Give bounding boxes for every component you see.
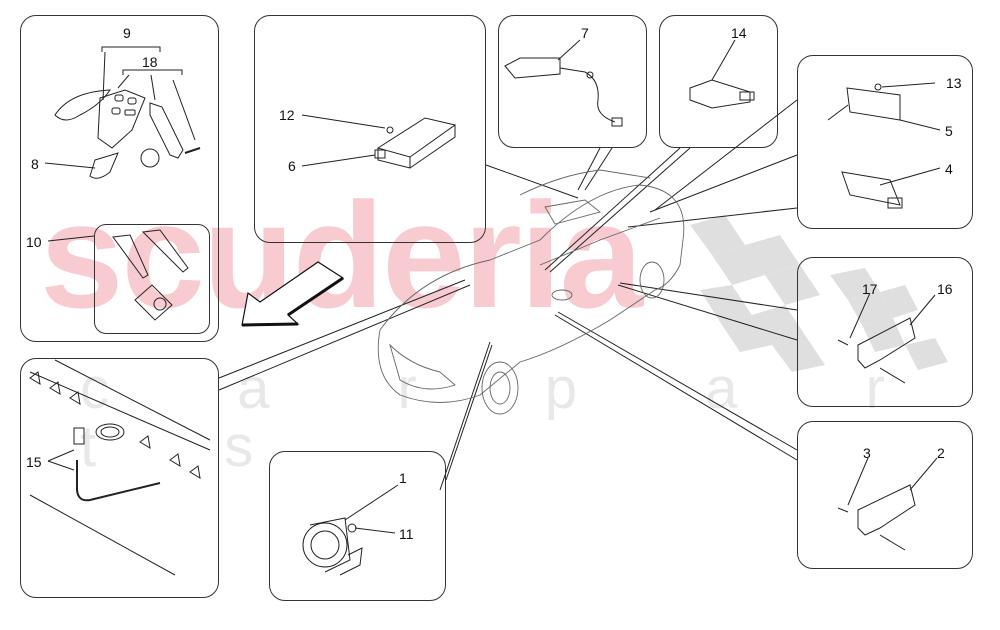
callout-4: 4 [945,161,953,177]
bracket-16-illustration [837,292,936,384]
callout-7: 7 [581,25,589,41]
rear-sensors-illustration [827,82,941,209]
front-direction-arrow [241,261,345,327]
key-fob-panel [20,15,219,342]
callout-5: 5 [945,123,953,139]
hood-switch-panel [20,358,219,598]
control-module-illustration [301,114,457,169]
leader-lines [218,99,798,491]
sensor-14-illustration [689,39,755,109]
bracket-2-panel [797,421,973,569]
rear-sensors-panel [797,55,973,229]
callout-9: 9 [123,25,131,41]
callout-6: 6 [288,158,296,174]
callout-15: 15 [26,454,42,470]
callout-11: 11 [399,526,414,542]
callout-16: 16 [937,281,953,297]
callout-13: 13 [946,75,962,91]
sensor-14-panel [659,15,778,148]
siren-panel [269,451,446,601]
siren-illustration [302,484,399,576]
callout-17: 17 [862,281,878,297]
hood-switch-illustration [29,359,211,576]
bracket-16-panel [797,257,973,407]
antenna-panel [498,15,647,148]
spare-key-subpanel [94,224,210,334]
callout-3: 3 [863,445,871,461]
callout-12: 12 [279,107,295,123]
callout-1: 1 [399,470,407,486]
antenna-illustration [504,39,623,127]
callout-8: 8 [31,156,39,172]
bracket-2-illustration [837,457,938,551]
callout-2: 2 [937,445,945,461]
control-module-panel [254,15,486,243]
key-fob-illustration [44,46,201,321]
vehicle-outline [377,169,685,415]
callout-10: 10 [26,234,42,250]
callout-14: 14 [731,25,747,41]
callout-18: 18 [142,54,158,70]
